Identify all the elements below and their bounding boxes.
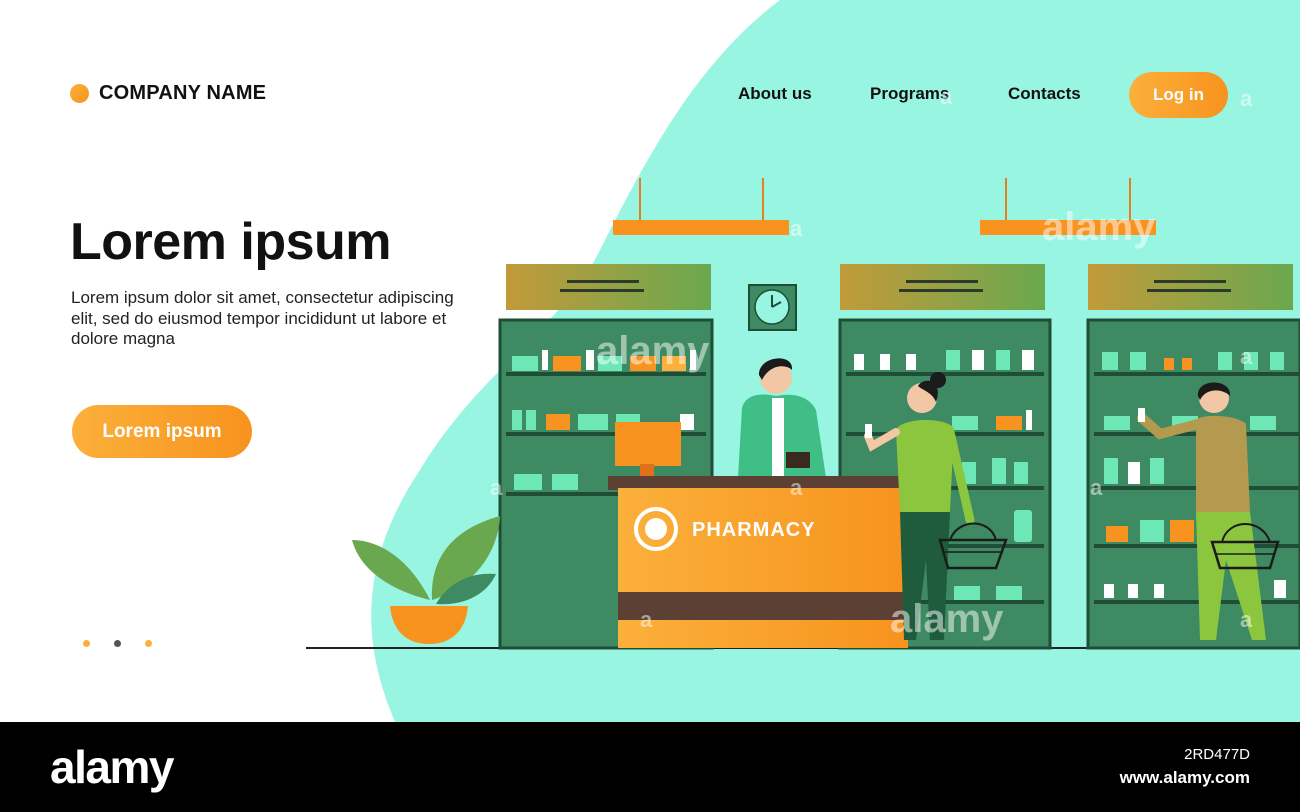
cash-register-monitor [615,422,681,480]
shelf-right [1086,318,1300,650]
svg-text:a: a [1090,475,1103,500]
nav-programs[interactable]: Programs [870,84,950,103]
pharmacy-sign-text: PHARMACY [692,519,816,541]
svg-text:a: a [940,84,953,109]
brand-name: COMPANY NAME [99,82,267,104]
svg-text:a: a [790,475,803,500]
wall-clock-icon [748,284,797,331]
landing-page: COMPANY NAME About us Programs Contacts … [70,0,1300,722]
nav-contacts[interactable]: Contacts [1008,84,1081,103]
svg-text:a: a [640,607,653,632]
man-customer-figure [1137,382,1280,640]
slider-dot-1[interactable] [83,640,90,647]
svg-text:a: a [790,216,803,241]
footer-url: www.alamy.com [1119,768,1250,787]
svg-text:alamy: alamy [596,329,710,373]
shelf-sign-left [506,264,711,310]
watermark-overlay: alamy alamy alamy a a a a a a a a a [490,84,1253,641]
shelf-sign-right [1088,264,1293,310]
svg-text:alamy: alamy [1042,205,1156,249]
pharmacy-counter [608,476,908,648]
slider-dot-2[interactable] [114,640,121,647]
hero-cta-button[interactable]: Lorem ipsum [72,405,252,458]
login-button[interactable]: Log in [1129,72,1228,118]
nav-about-us[interactable]: About us [738,84,812,103]
woman-customer-figure [864,372,1008,640]
ceiling-lamp-right [980,178,1156,235]
svg-text:a: a [490,475,503,500]
hero-description: Lorem ipsum dolor sit amet, consectetur … [71,288,454,348]
svg-text:a: a [1240,86,1253,111]
hero-title: Lorem ipsum [70,213,392,271]
potted-plant-icon [352,516,500,644]
svg-text:alamy: alamy [890,597,1004,641]
svg-text:a: a [1240,344,1253,369]
pharmacist-figure [738,358,826,478]
stock-footer-bar: alamy 2RD477D www.alamy.com [0,722,1300,812]
pharmacy-illustration: alamy alamy alamy a a a a a a a a a PHAR… [306,84,1300,650]
ceiling-lamp-left [613,178,789,235]
brand-logo[interactable]: COMPANY NAME [70,82,266,105]
logo-icon [70,84,89,103]
slider-dots [83,640,152,647]
svg-text:a: a [1240,607,1253,632]
footer-logo: alamy [50,741,174,793]
slider-dot-3[interactable] [145,640,152,647]
shelf-sign-middle [840,264,1045,310]
image-id: 2RD477D [1184,746,1250,763]
